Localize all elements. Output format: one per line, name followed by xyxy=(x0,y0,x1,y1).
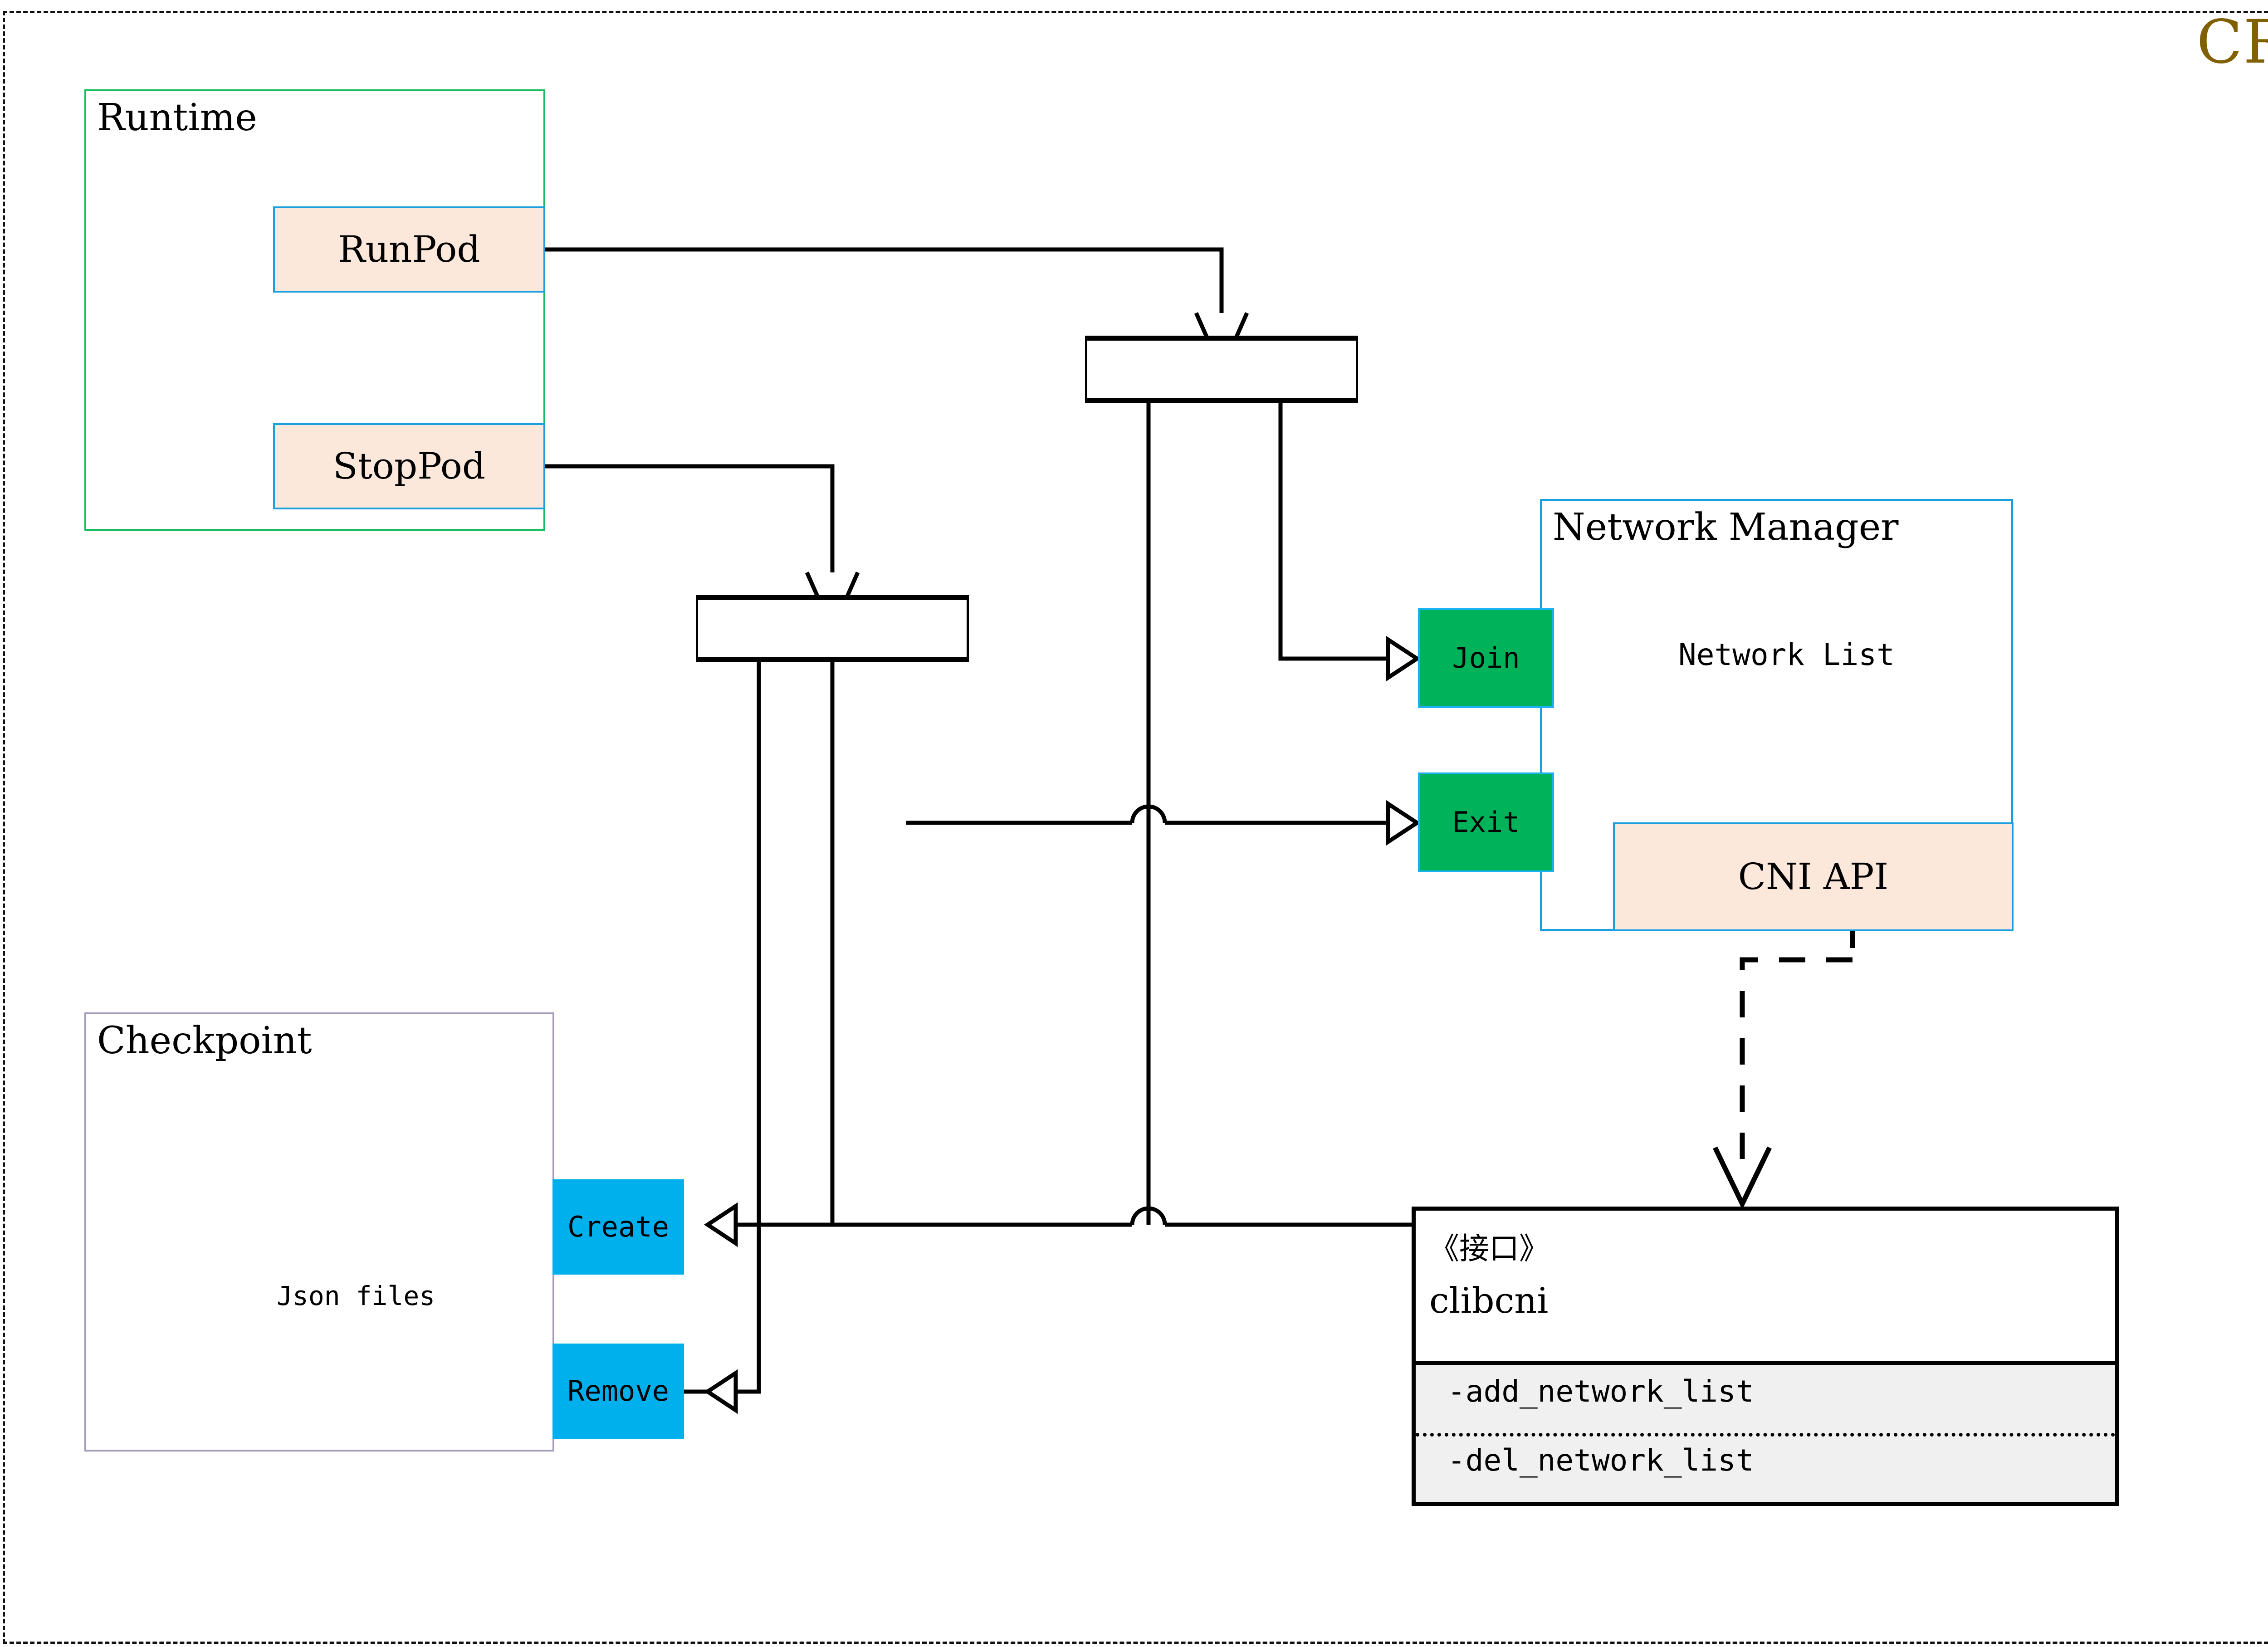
interface-method-del: -del_network_list xyxy=(1447,1443,1754,1478)
action-remove[interactable]: Remove xyxy=(552,1344,684,1439)
action-create-label: Create xyxy=(567,1210,669,1243)
package-runtime-title: Runtime xyxy=(97,96,257,139)
package-network-manager-title: Network Manager xyxy=(1553,506,1899,549)
interface-header: 《接口》 clibcni xyxy=(1416,1211,2115,1365)
operation-cni-api-label: CNI API xyxy=(1738,855,1889,898)
operation-runpod[interactable]: RunPod xyxy=(273,206,545,293)
fork-bar-runpod xyxy=(1085,336,1358,403)
operation-stoppod-label: StopPod xyxy=(332,445,486,487)
cri-title: CRI xyxy=(2196,7,2268,77)
operation-runpod-label: RunPod xyxy=(338,228,480,270)
action-exit-label: Exit xyxy=(1452,805,1520,839)
action-create[interactable]: Create xyxy=(552,1179,684,1275)
interface-clibcni: 《接口》 clibcni -add_network_list -del_netw… xyxy=(1412,1207,2119,1506)
interface-name: clibcni xyxy=(1429,1280,1549,1321)
interface-stereotype: 《接口》 xyxy=(1429,1231,1549,1266)
operation-stoppod[interactable]: StopPod xyxy=(273,423,545,509)
network-list-label: Network List xyxy=(1678,637,1895,672)
action-remove-label: Remove xyxy=(567,1374,669,1408)
interface-method-divider xyxy=(1416,1433,2115,1437)
package-checkpoint: Checkpoint xyxy=(84,1012,554,1452)
json-files-label: Json files xyxy=(277,1280,435,1311)
package-checkpoint-title: Checkpoint xyxy=(97,1019,312,1062)
operation-cni-api[interactable]: CNI API xyxy=(1613,822,2014,931)
action-join[interactable]: Join xyxy=(1418,608,1554,708)
action-join-label: Join xyxy=(1452,641,1520,674)
interface-methods: -add_network_list -del_network_list xyxy=(1416,1365,2115,1502)
cri-outer-frame xyxy=(3,11,2268,1644)
fork-bar-stoppod xyxy=(696,595,969,662)
action-exit[interactable]: Exit xyxy=(1418,772,1554,872)
interface-method-add: -add_network_list xyxy=(1447,1374,1754,1409)
